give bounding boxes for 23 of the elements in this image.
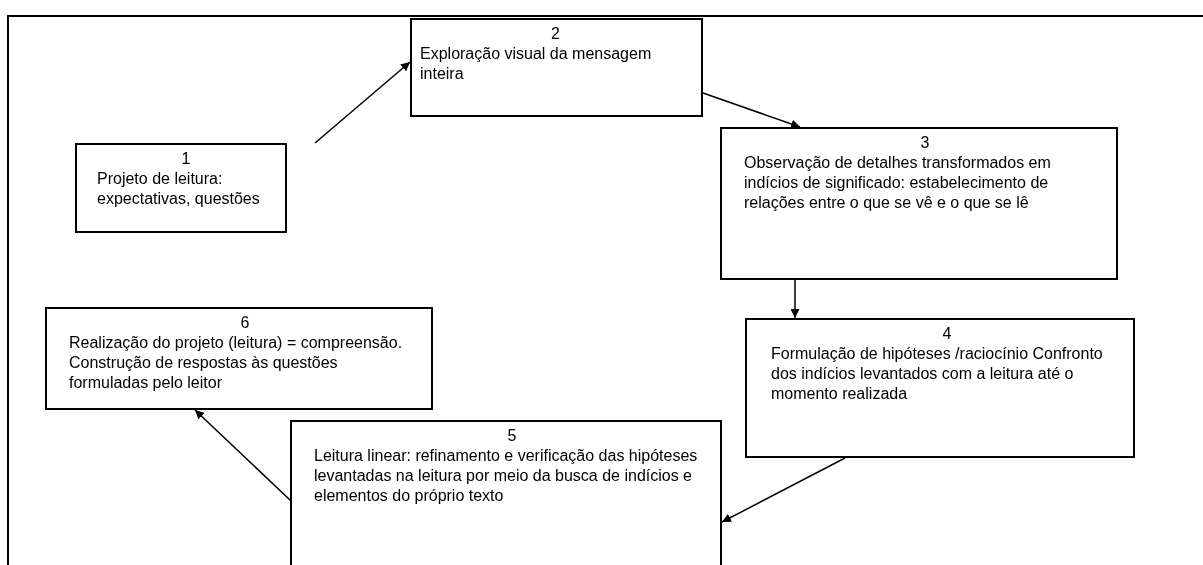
step-box: [290, 420, 722, 565]
step-text: Observação de detalhes transformados em indícios de significado: estabelecimento de relações entre o que se vê e o que se lê: [744, 153, 1052, 213]
step-number: 1: [180, 149, 192, 169]
arrow: [194, 409, 291, 501]
step-text: Leitura linear: refinamento e verificação das hipóteses levantadas na leitura por meio da busca de indícios e elementos do próprio texto: [314, 446, 699, 506]
step-number: 5: [506, 426, 518, 446]
step-box: [410, 18, 703, 117]
step-box: [720, 127, 1118, 280]
step-text: Exploração visual da mensagem inteira: [420, 44, 653, 84]
arrow: [790, 279, 800, 319]
step-number: 2: [550, 24, 561, 44]
arrow: [721, 457, 846, 523]
step-box: [745, 318, 1135, 458]
step-text: Projeto de leitura: expectativas, questões: [97, 169, 261, 209]
step-text: Realização do projeto (leitura) = compreensão. Construção de respostas às questões formuladas pelo leitor: [69, 333, 404, 393]
step-box: [75, 143, 287, 233]
step-number: 6: [239, 313, 251, 333]
step-number: 4: [941, 324, 953, 344]
step-number: 3: [919, 133, 931, 153]
step-box: [45, 307, 433, 410]
arrow: [314, 61, 411, 144]
step-text: Formulação de hipóteses /raciocínio Confronto dos indícios levantados com a leitura até o momento realizada: [771, 344, 1104, 404]
arrow: [702, 92, 801, 129]
